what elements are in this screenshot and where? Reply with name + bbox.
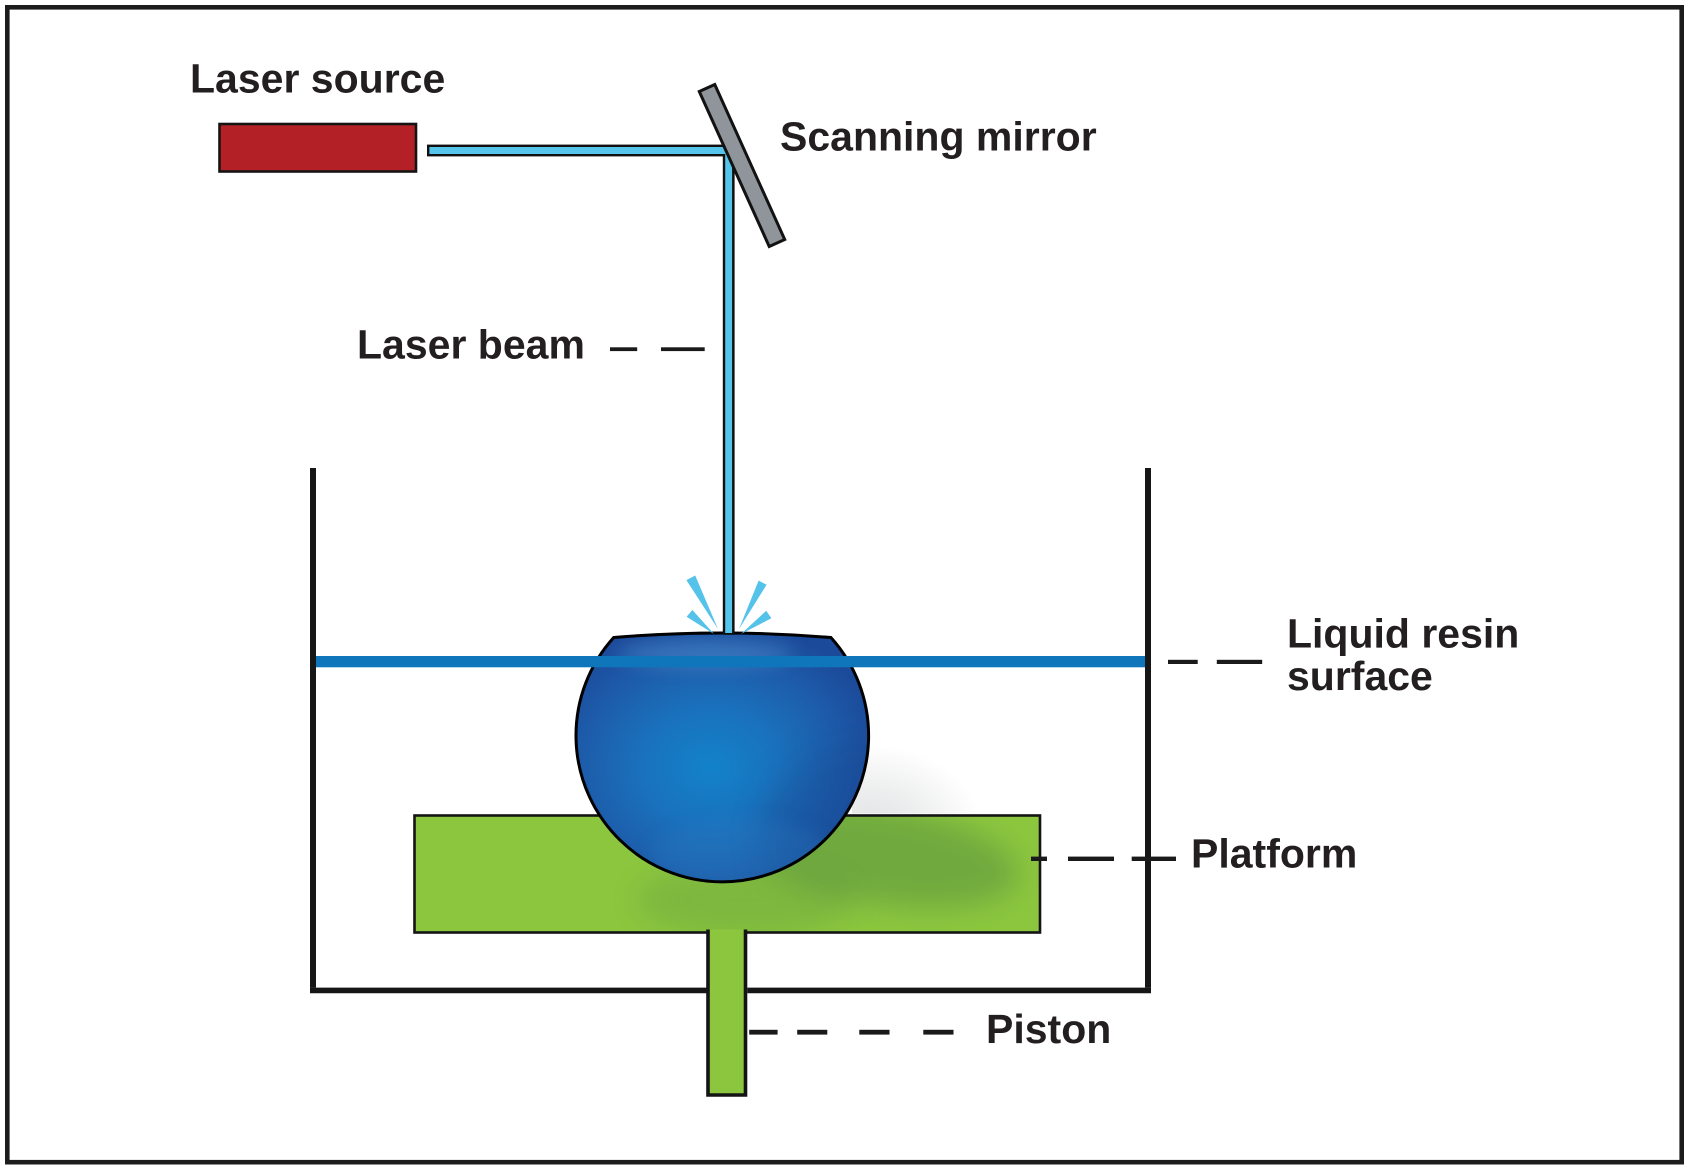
svg-text:surface: surface [1287,653,1433,699]
svg-text:Scanning mirror: Scanning mirror [780,113,1097,159]
svg-text:Platform: Platform [1191,831,1357,877]
svg-text:Laser beam: Laser beam [357,322,585,368]
svg-text:Piston: Piston [986,1006,1111,1052]
svg-text:Liquid resin: Liquid resin [1287,611,1519,657]
svg-text:Laser source: Laser source [190,56,445,102]
